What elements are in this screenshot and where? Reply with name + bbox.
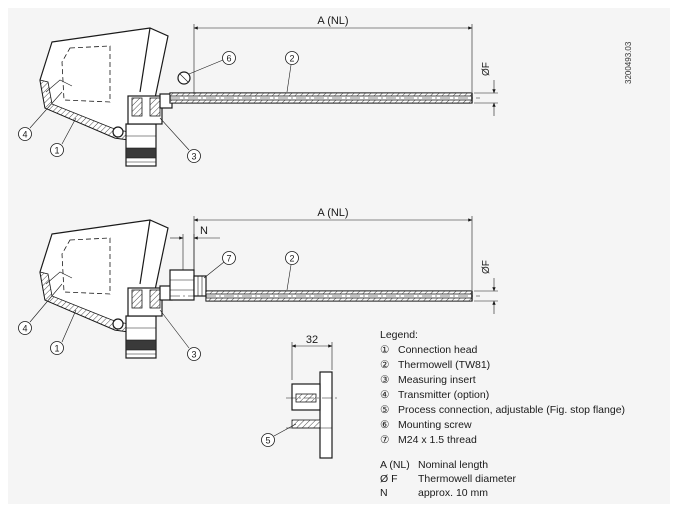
cable-gland-bottom [125,315,157,359]
svg-text:5: 5 [265,436,270,446]
callout-7: 7 [203,251,236,279]
callout-1-bottom: 1 [50,309,77,355]
callout-4-bottom: 4 [18,283,63,335]
svg-text:2: 2 [289,254,294,264]
document-id: 3200493.03 [624,41,633,84]
svg-text:3: 3 [191,152,196,162]
dimension-a-bottom: A (NL) [193,206,473,290]
dimension-f-bottom: ØF [474,260,498,314]
dimension-f-top: ØF [474,62,498,116]
callout-2-bottom: 2 [285,251,299,291]
svg-text:1: 1 [54,344,59,354]
dimension-a-label: A (NL) [317,15,348,27]
flange-width-label: 32 [306,334,318,346]
thermowell-top [169,92,480,104]
dimension-n-label: N [200,225,208,237]
neck-bottom [127,285,173,317]
dimension-f-label: ØF [481,260,492,274]
svg-text:7: 7 [226,254,231,264]
dimension-a-top: A (NL) [193,14,473,94]
thermowell-bottom [170,290,480,302]
callout-3-top: 3 [159,117,201,163]
dimension-n: N [170,225,220,270]
m24-thread [193,275,207,297]
callout-1-top: 1 [50,117,77,157]
callout-3-bottom: 3 [159,309,201,361]
callout-4-top: 4 [18,91,63,141]
neck-top [127,93,173,125]
abbreviation-row: A (NL)Nominal length [380,459,489,471]
extension-neck [169,269,207,301]
svg-text:4: 4 [22,324,27,334]
callout-5: 5 [261,423,297,447]
cable-gland-top [125,123,157,167]
top-assembly: A (NL) ØF 6 2 3 4 [18,14,498,167]
stop-flange-detail: 32 5 [261,334,340,459]
svg-text:4: 4 [22,130,27,140]
svg-text:3: 3 [191,350,196,360]
dimension-f-label: ØF [481,62,492,76]
callout-6-top: 6 [188,51,236,75]
dimension-a-label: A (NL) [317,207,348,219]
callout-2-top: 2 [285,51,299,93]
bottom-assembly: A (NL) N ØF 7 2 3 [18,206,498,361]
legend-title: Legend: [380,329,418,341]
svg-text:1: 1 [54,146,59,156]
svg-text:2: 2 [289,54,294,64]
svg-text:6: 6 [226,54,231,64]
